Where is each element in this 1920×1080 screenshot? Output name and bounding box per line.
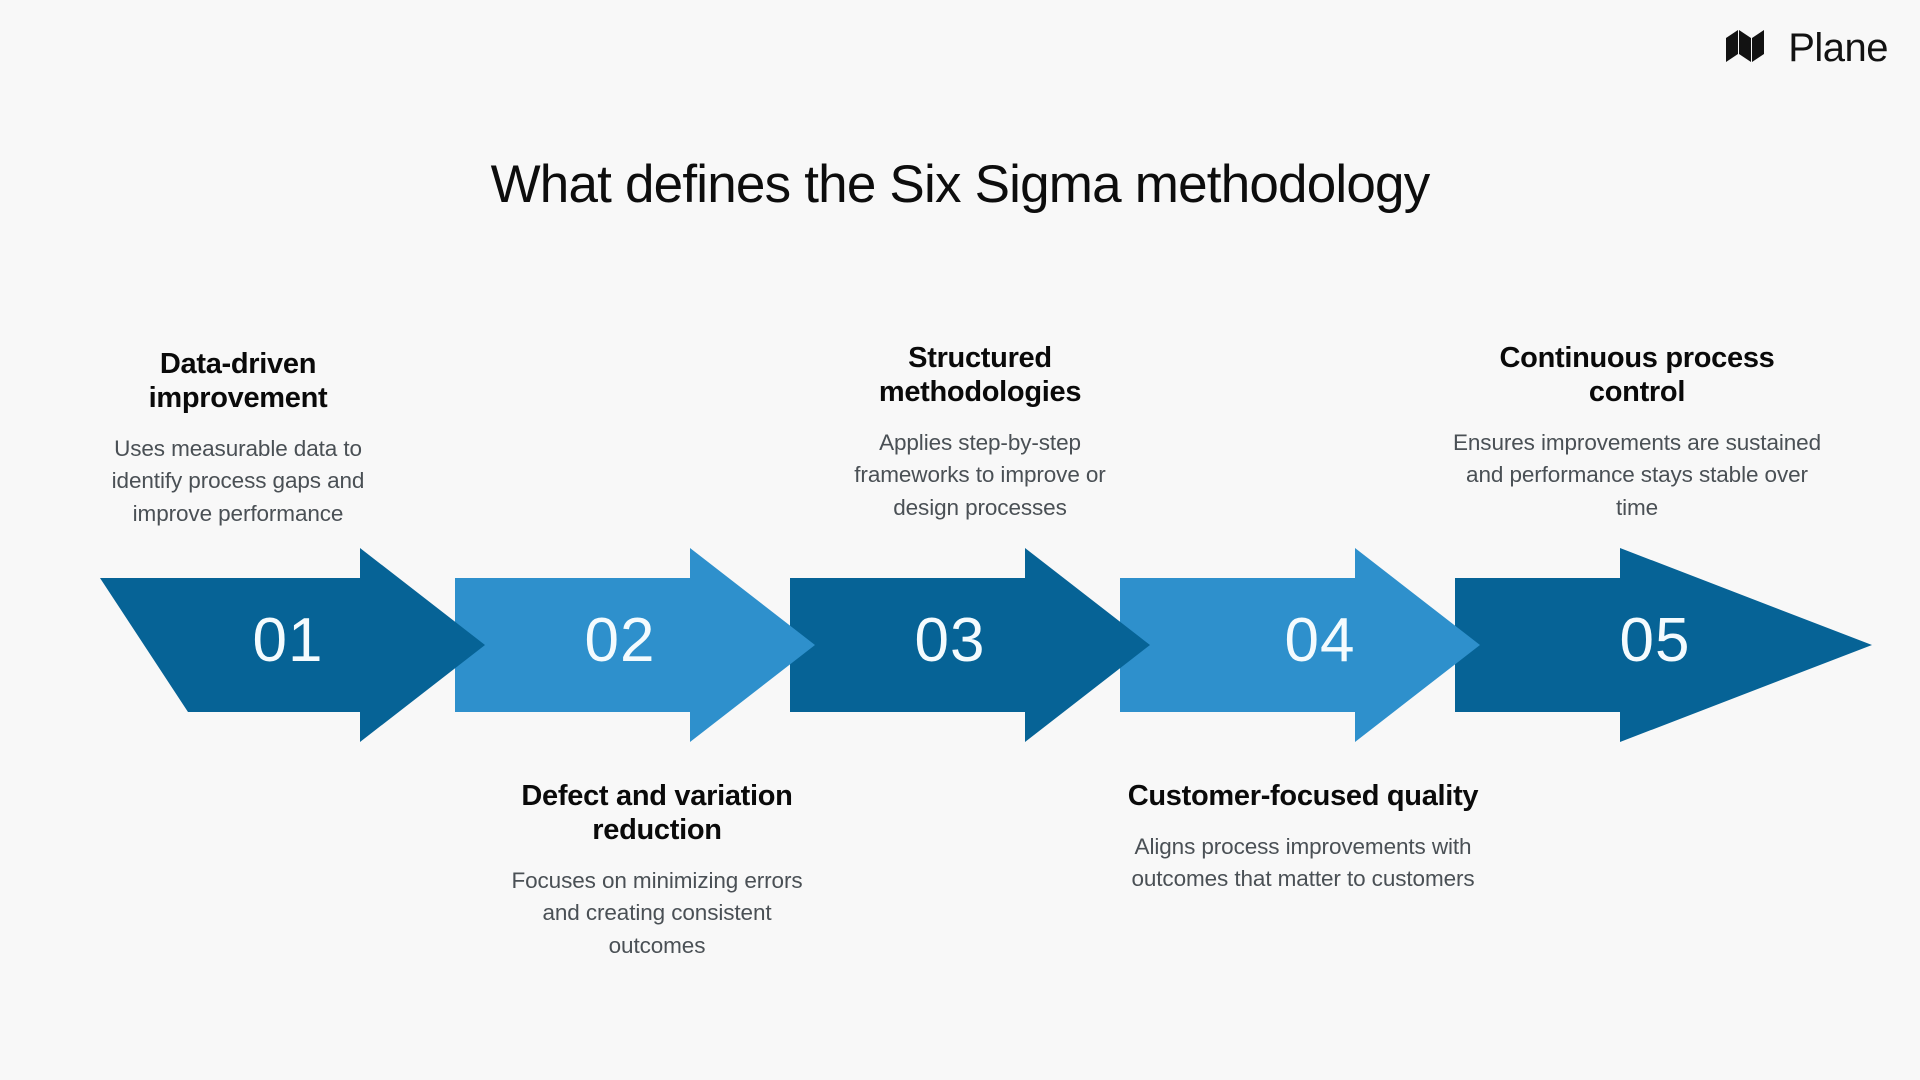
step-title-04: Customer-focused quality	[1127, 780, 1479, 812]
step-number-04: 04	[1284, 606, 1356, 675]
plane-logo-icon	[1724, 28, 1776, 69]
step-callout-04: Customer-focused quality Aligns process …	[1118, 780, 1488, 896]
step-description-05: Ensures improvements are sustained and p…	[1452, 429, 1822, 520]
step-description-04: Aligns process improvements with outcome…	[1131, 833, 1475, 892]
brand-name: Plane	[1788, 26, 1888, 70]
step-callout-03: Structured methodologies Applies step-by…	[832, 342, 1128, 524]
step-title-05: Continuous process control	[1499, 342, 1775, 408]
step-title-03: Structured methodologies	[878, 342, 1082, 408]
step-callout-02: Defect and variation reduction Focuses o…	[492, 780, 822, 962]
step-number-05: 05	[1619, 606, 1691, 675]
page-title: What defines the Six Sigma methodology	[490, 155, 1431, 214]
step-number-01: 01	[252, 606, 324, 675]
step-number-02: 02	[584, 606, 656, 675]
step-description-02: Focuses on minimizing errors and creatin…	[511, 867, 803, 958]
step-callout-05: Continuous process control Ensures impro…	[1452, 342, 1822, 524]
step-description-01: Uses measurable data to identify process…	[111, 435, 365, 526]
step-description-03: Applies step-by-step frameworks to impro…	[854, 429, 1106, 520]
step-callout-01: Data-driven improvement Uses measurable …	[95, 348, 381, 530]
brand-logo: Plane	[1724, 22, 1888, 74]
step-title-02: Defect and variation reduction	[521, 780, 793, 846]
step-title-01: Data-driven improvement	[148, 348, 328, 414]
step-number-03: 03	[914, 606, 986, 675]
